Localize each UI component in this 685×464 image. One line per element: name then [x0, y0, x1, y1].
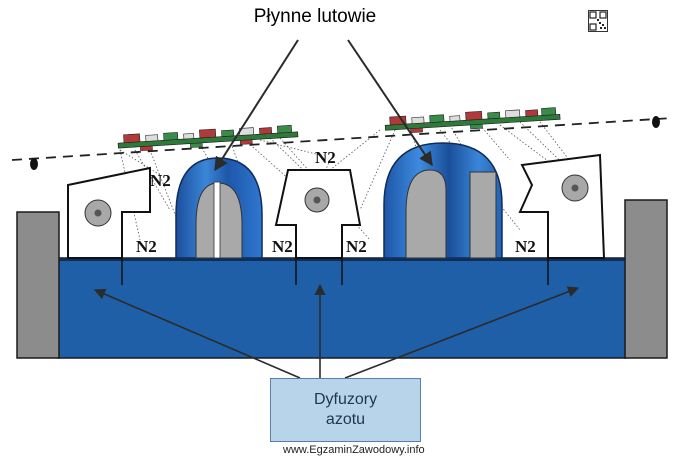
pcb-left [117, 124, 299, 152]
arrow-diffuser-right [344, 286, 580, 379]
qr-code-icon [588, 10, 608, 32]
diagram-title: Płynne lutowie [253, 6, 377, 27]
footer-url: www.EgzaminZawodowy.info [283, 444, 425, 456]
diffuser-housing-center [274, 169, 362, 285]
diffuser-label-box: Dyfuzory azotu [270, 378, 421, 442]
arrow-diffuser-left [93, 288, 301, 379]
diffuser-label-line1: Dyfuzory [313, 391, 378, 408]
diffuser-housing-right [518, 153, 606, 285]
arrow-title-right [347, 39, 433, 167]
arrow-title-left [214, 39, 299, 172]
n2-label-2: N2 [136, 237, 157, 256]
diffuser-housing-left [67, 166, 151, 285]
solder-wave-left [175, 157, 263, 259]
conveyor-roller-left [30, 158, 38, 170]
n2-label-6: N2 [515, 237, 536, 256]
diffuser-label-line2: azotu [325, 411, 366, 428]
conveyor-line [11, 117, 673, 161]
n2-label-5: N2 [346, 237, 367, 256]
n2-label-3: N2 [272, 237, 293, 256]
right-wall [624, 199, 668, 359]
solder-wave-right [383, 142, 503, 259]
n2-label-4: N2 [315, 148, 336, 167]
conveyor-roller-right [652, 116, 660, 128]
pcb-right [384, 107, 561, 134]
left-wall [16, 211, 60, 359]
n2-label-1: N2 [150, 171, 171, 190]
